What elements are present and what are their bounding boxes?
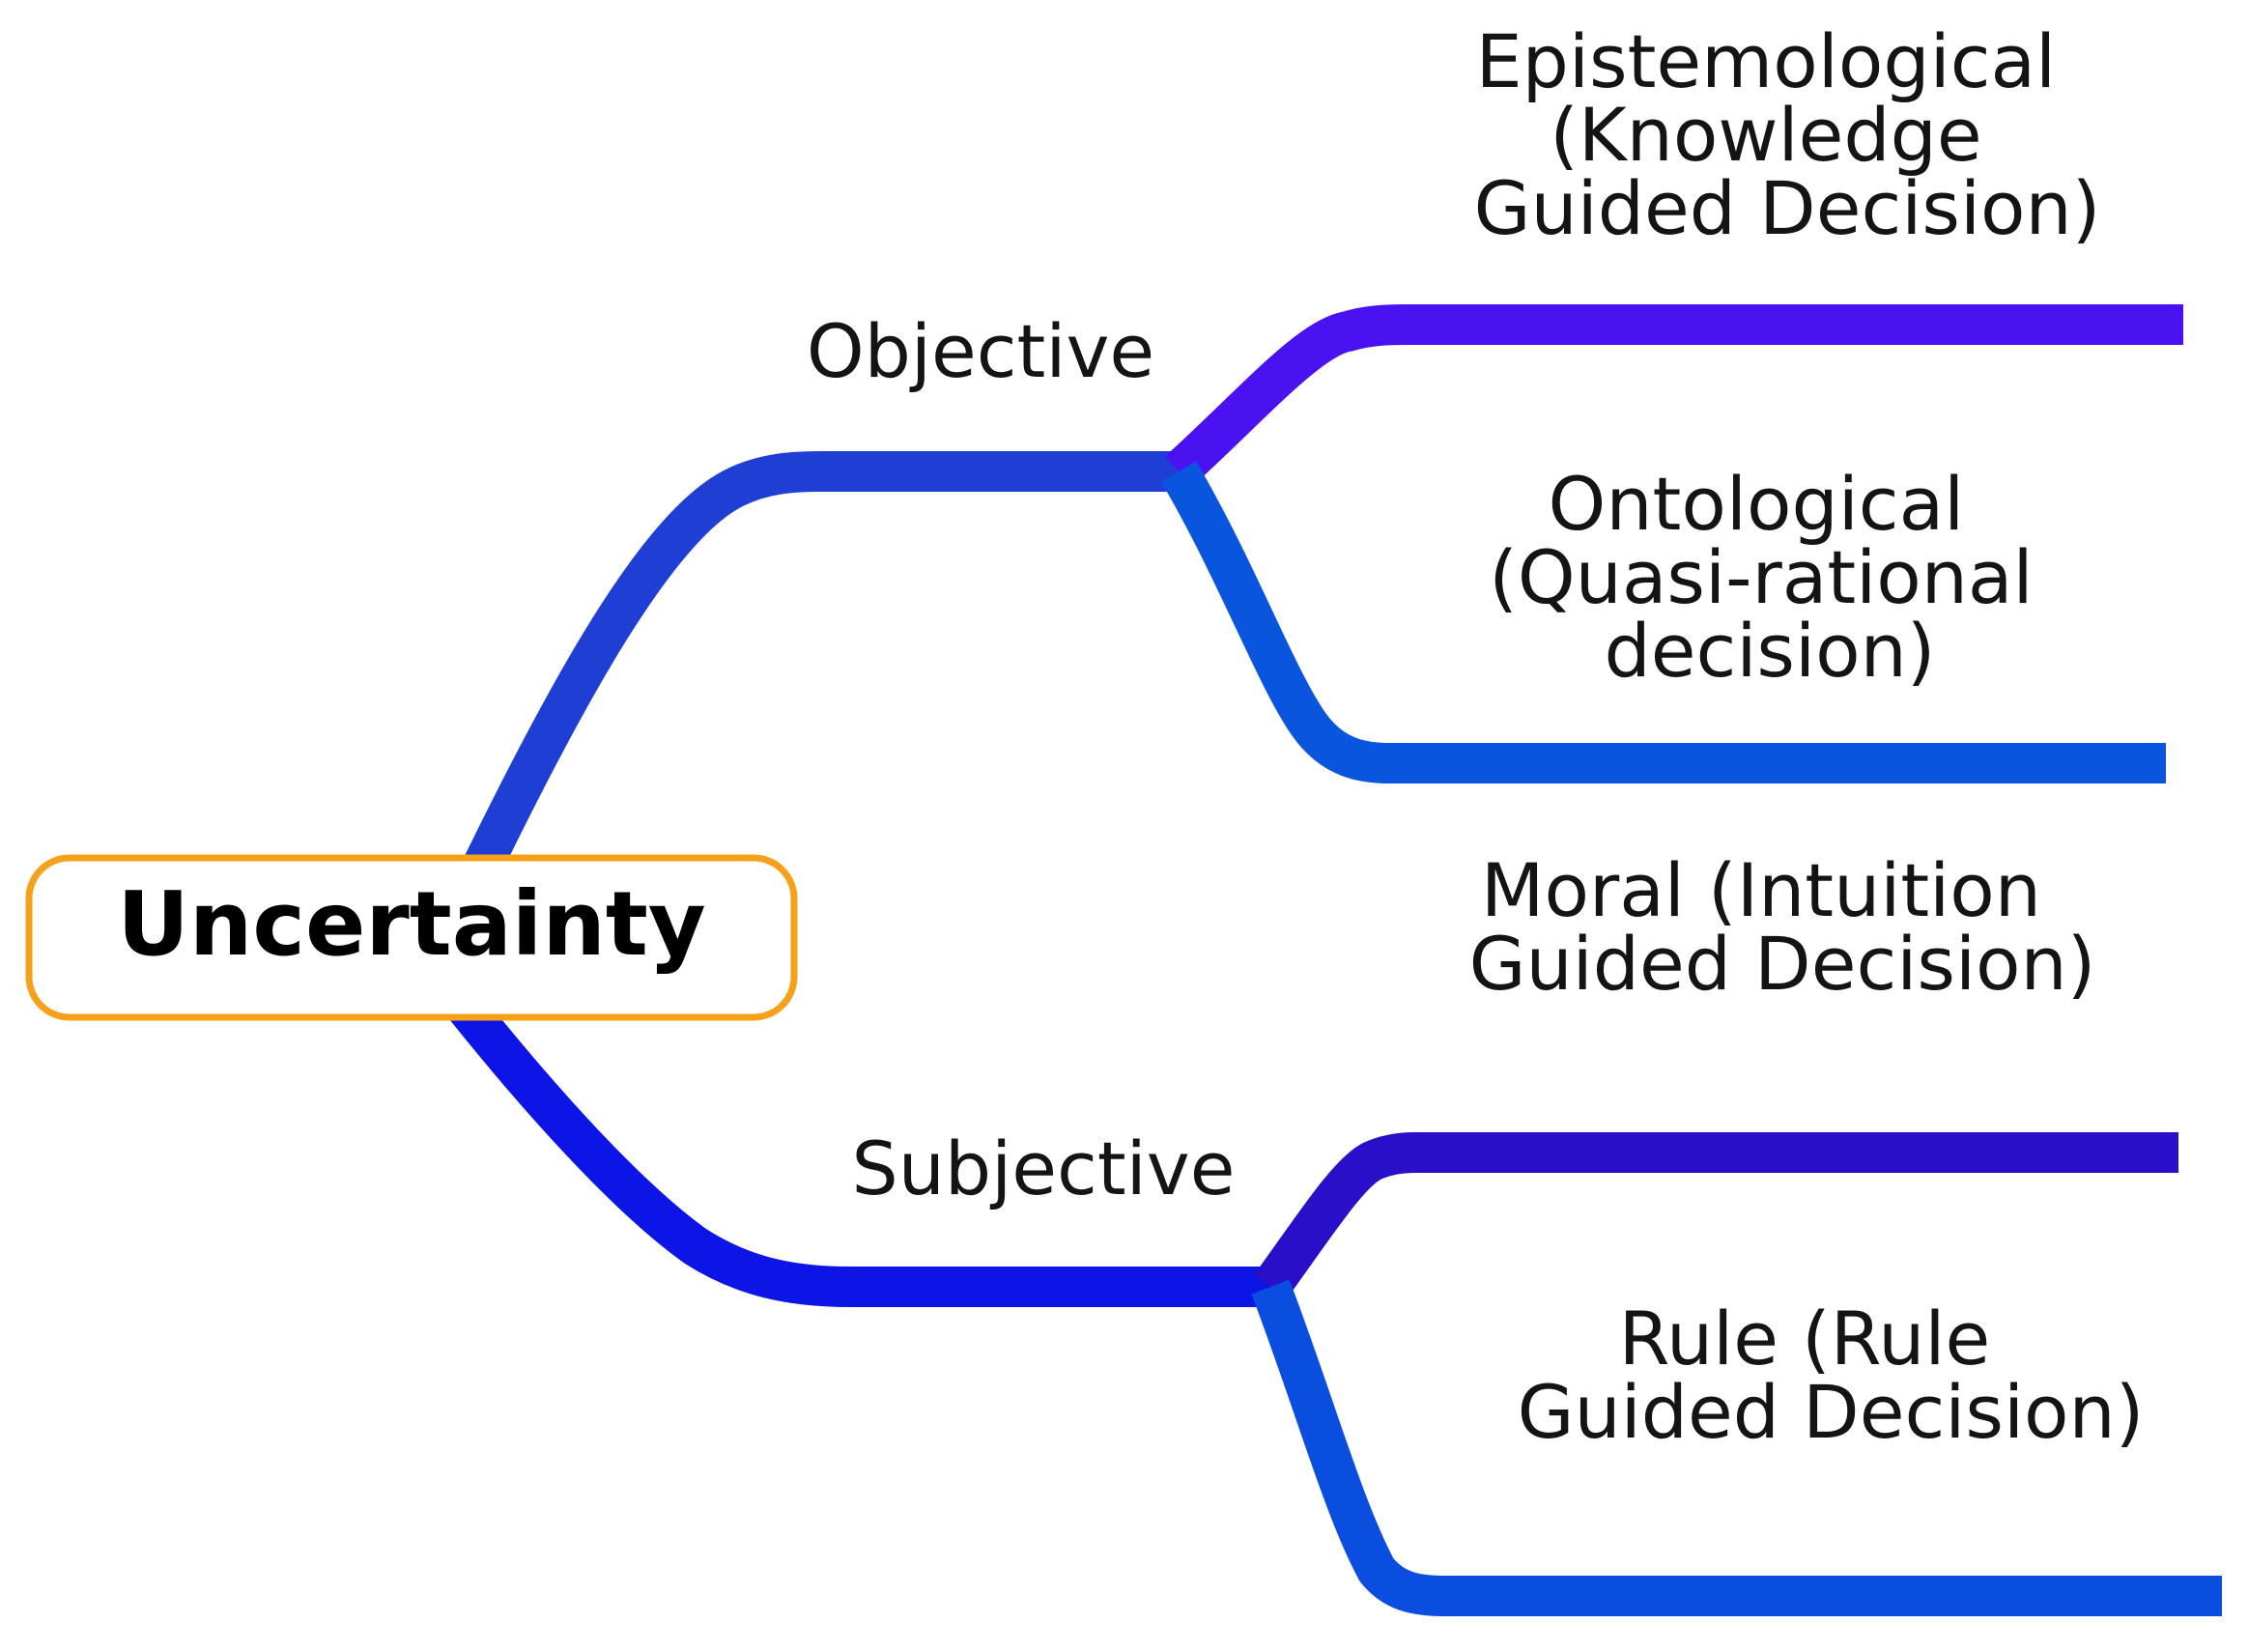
subjective-label: Subjective xyxy=(852,1125,1236,1211)
rule-branch xyxy=(1251,1279,2222,1616)
ontological-label-line-1: Ontological xyxy=(1549,461,1965,547)
rule-label: Rule (Rule Guided Decision) xyxy=(1518,1296,2145,1455)
rule-label-line-1: Rule (Rule xyxy=(1619,1296,1991,1381)
epistemological-label: Epistemological (Knowledge Guided Decisi… xyxy=(1474,18,2101,251)
epistemological-label-line-2: (Knowledge xyxy=(1550,92,1981,178)
epistemological-label-line-1: Epistemological xyxy=(1476,18,2057,104)
epistemological-label-line-3: Guided Decision) xyxy=(1474,165,2101,251)
ontological-label-line-2: (Quasi-rational xyxy=(1489,534,2033,620)
rule-label-line-2: Guided Decision) xyxy=(1518,1369,2145,1455)
moral-label-line-1: Moral (Intuition xyxy=(1481,847,2041,933)
subjective-branch xyxy=(447,991,1270,1307)
objective-branch xyxy=(460,451,1179,884)
moral-branch xyxy=(1254,1132,2178,1299)
epistemological-branch xyxy=(1164,304,2183,487)
moral-label-line-2: Guided Decision) xyxy=(1469,921,2096,1007)
root-node-box xyxy=(25,854,798,1021)
moral-label: Moral (Intuition Guided Decision) xyxy=(1469,847,2096,1007)
ontological-label-line-3: decision) xyxy=(1605,608,1936,694)
root-node[interactable]: Uncertainty xyxy=(25,854,798,1021)
ontological-branch xyxy=(1160,461,2166,783)
ontological-label: Ontological (Quasi-rational decision) xyxy=(1489,461,2057,694)
root-node-label: Uncertainty xyxy=(117,872,706,976)
objective-label: Objective xyxy=(807,308,1154,394)
